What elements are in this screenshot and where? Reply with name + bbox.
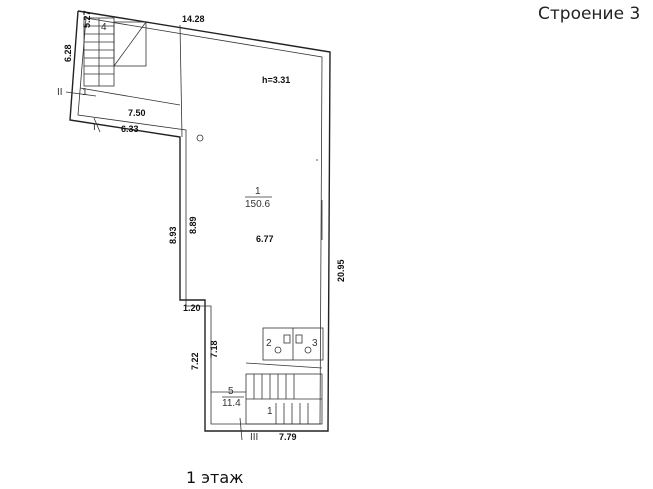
room-3-number: 3: [312, 338, 318, 349]
partition-upper-left: [79, 87, 181, 106]
dim-left-h: 6.28: [63, 44, 73, 62]
dim-left-893: 8.93: [168, 226, 178, 244]
dim-inner-889: 8.89: [188, 216, 198, 234]
section-mark-II: II: [57, 87, 63, 98]
room-1-number: 1: [255, 186, 261, 197]
building-title: Строение 3: [538, 4, 641, 24]
room-divider: [245, 362, 323, 369]
door-swing: [113, 21, 147, 67]
room-2-number: 2: [266, 338, 272, 349]
room-5-number: 5: [228, 386, 234, 397]
room-1b-number: 1: [267, 406, 273, 417]
dim-stair-w: 5.27: [82, 10, 92, 28]
room-4-box: [113, 21, 147, 67]
section-mark-I: I: [93, 122, 96, 133]
dim-top: 14.28: [182, 14, 205, 24]
section-line-II: [65, 91, 97, 97]
section-line-III: [239, 417, 243, 441]
room-5-area: 11.4: [222, 398, 241, 409]
dim-bottom-779: 7.79: [279, 432, 297, 442]
column-marker: [196, 134, 204, 142]
dim-center-677: 6.77: [256, 234, 274, 244]
height-label: h=3.31: [262, 75, 290, 85]
room-1-area: 150.6: [245, 199, 270, 210]
outer-wall: [69, 10, 331, 432]
sink: [283, 334, 291, 344]
wc-fixture: [274, 346, 282, 354]
room-4-number: 4: [101, 22, 107, 33]
floor-title: 1 этаж: [186, 468, 244, 487]
section-line-I: [93, 117, 101, 133]
dim-inner-750: 7.50: [128, 108, 146, 118]
section-mark-III: III: [250, 432, 258, 443]
inner-wall: [77, 17, 323, 425]
dim-right-2095: 20.95: [336, 259, 346, 282]
dim-step-120: 1.20: [183, 303, 201, 313]
room-1c-number: 1: [82, 87, 88, 98]
dim-left-722: 7.22: [190, 352, 200, 370]
wc-fixture: [304, 346, 312, 354]
partition-vertical: [179, 24, 183, 138]
sink: [295, 334, 303, 344]
dim-inner-718: 7.18: [209, 340, 219, 358]
dim-outer-633: 6.33: [121, 124, 139, 134]
